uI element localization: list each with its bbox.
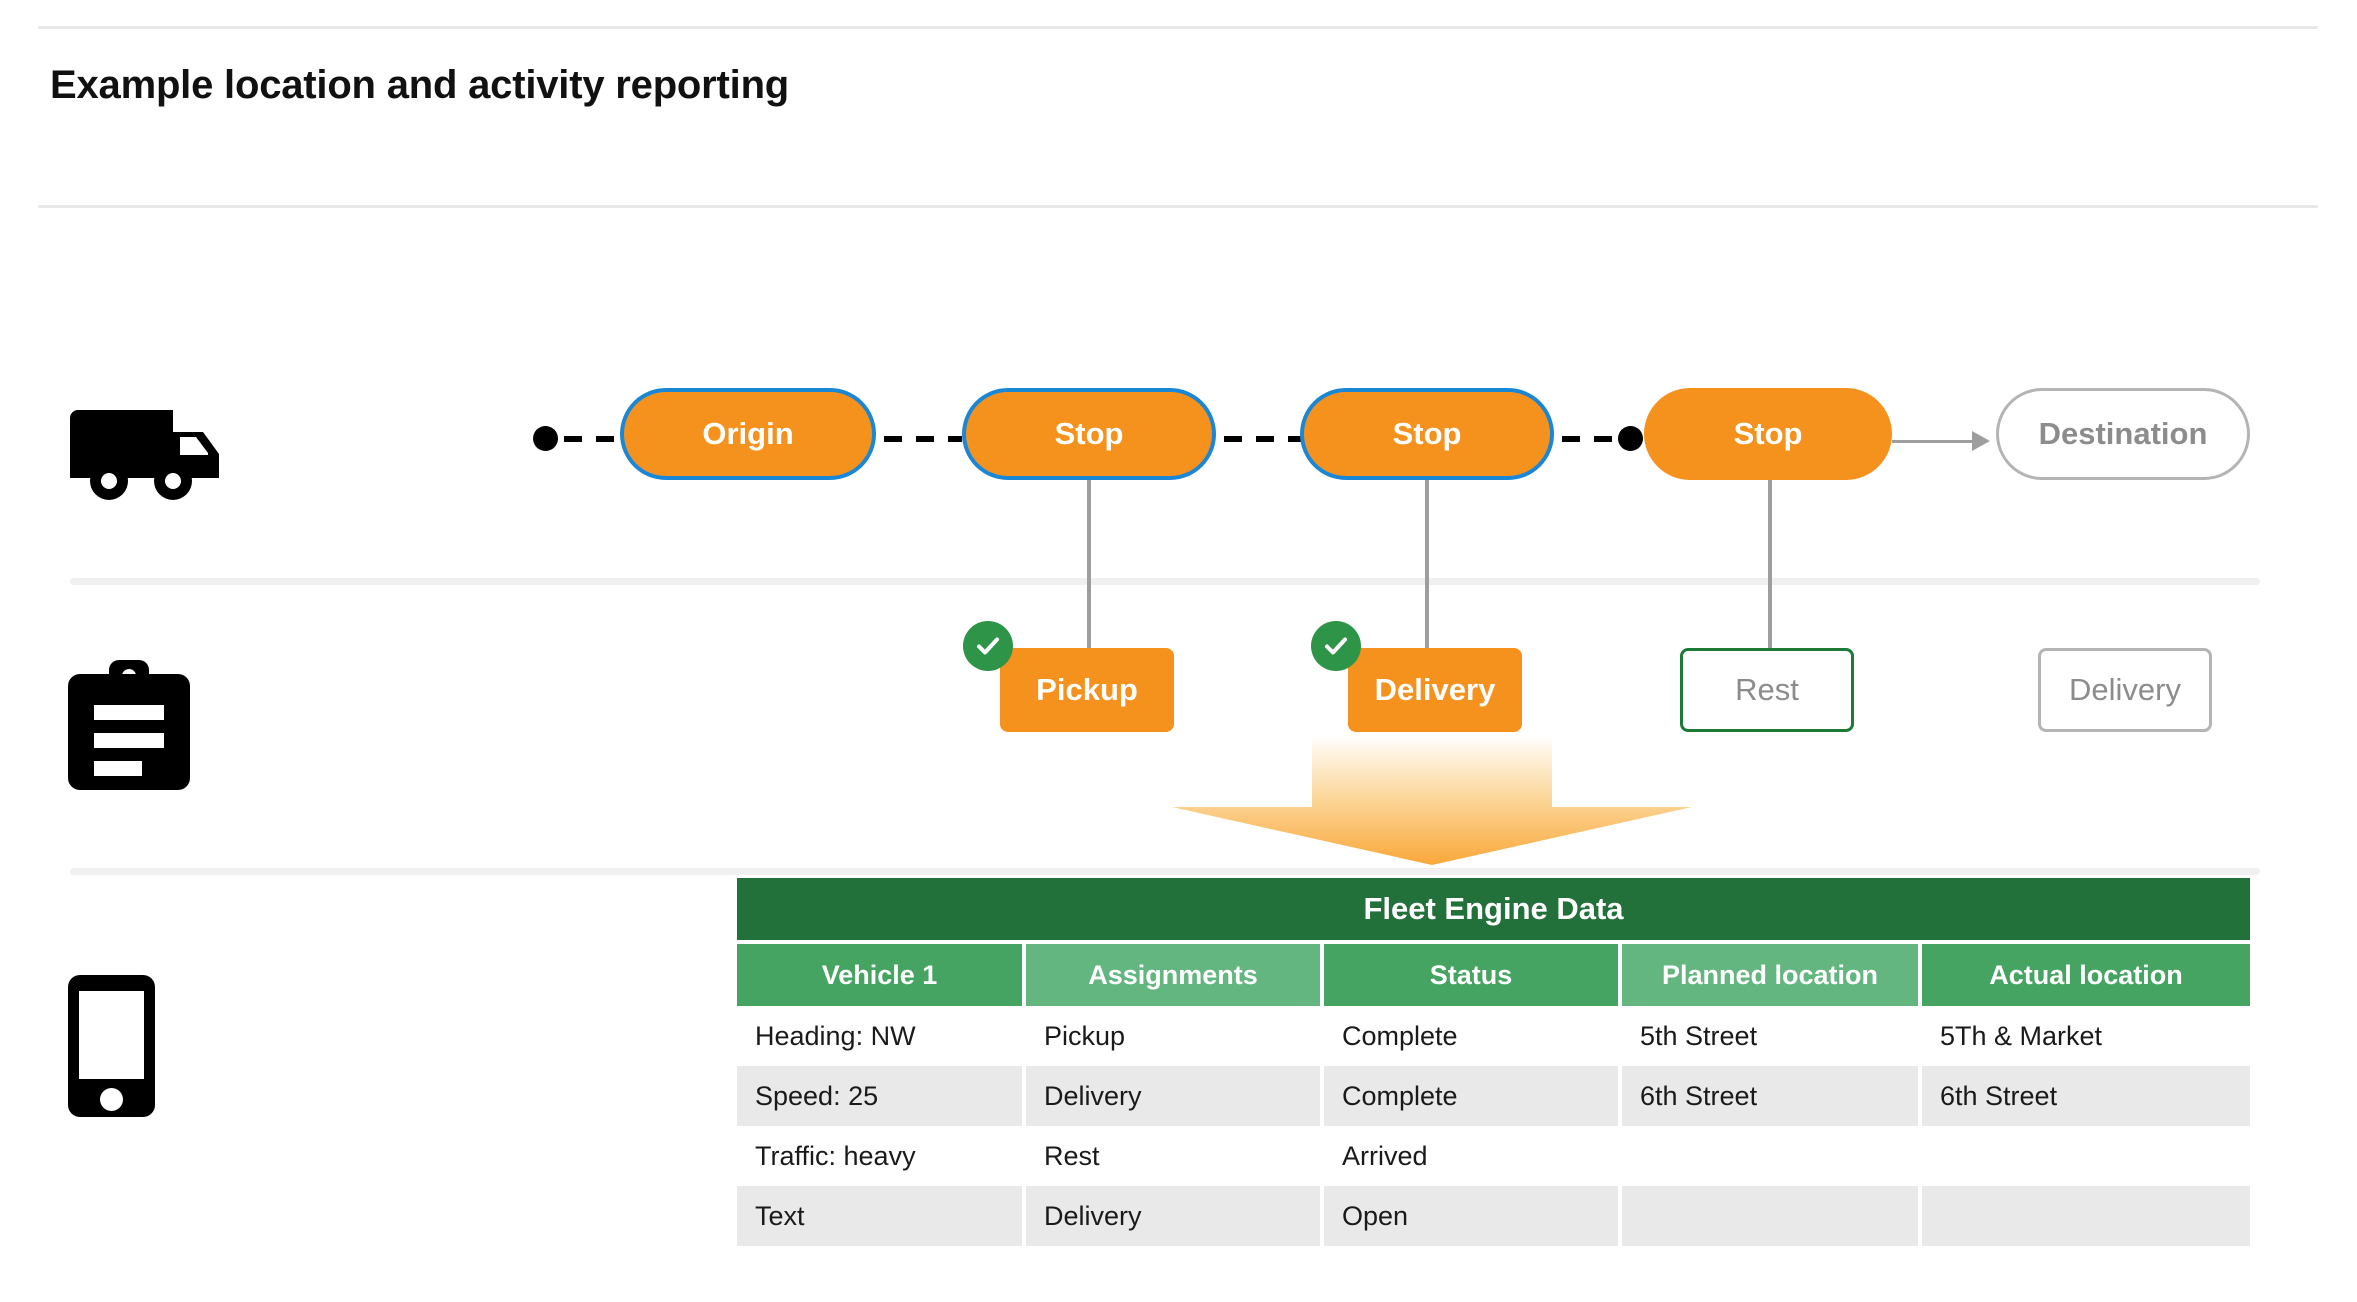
activity-card-delivery[interactable]: Delivery [1348, 648, 1522, 732]
lane-divider-2 [70, 868, 2260, 875]
cell-planned-location: 5th Street [1622, 1006, 1918, 1066]
connector-pickup [1087, 480, 1091, 648]
page-title: Example location and activity reporting [50, 63, 790, 107]
check-icon-pickup [963, 621, 1013, 671]
cell-assignment: Pickup [1026, 1006, 1320, 1066]
cell-planned-location [1622, 1126, 1918, 1186]
cell-vehicle: Heading: NW [737, 1006, 1022, 1066]
route-dash-1 [884, 436, 962, 442]
cell-status: Arrived [1324, 1126, 1618, 1186]
column-header-assignments[interactable]: Assignments [1026, 944, 1320, 1006]
route-current-dot [1618, 426, 1643, 451]
column-header-vehicle[interactable]: Vehicle 1 [737, 944, 1022, 1006]
phone-icon [68, 975, 155, 1117]
route-dash-0 [564, 436, 620, 442]
cell-vehicle: Text [737, 1186, 1022, 1246]
route-stop-origin[interactable]: Origin [620, 388, 876, 480]
table-row[interactable]: Heading: NW Pickup Complete 5th Street 5… [737, 1006, 2250, 1066]
route-stop-3[interactable]: Stop [1644, 388, 1892, 480]
route-dash-2 [1224, 436, 1302, 442]
check-icon-delivery [1311, 621, 1361, 671]
cell-planned-location [1622, 1186, 1918, 1246]
route-stop-1[interactable]: Stop [962, 388, 1216, 480]
cell-assignment: Rest [1026, 1126, 1320, 1186]
cell-assignment: Delivery [1026, 1066, 1320, 1126]
cell-status: Complete [1324, 1066, 1618, 1126]
lane-divider-1 [70, 578, 2260, 585]
fleet-table-header-row: Vehicle 1 Assignments Status Planned loc… [737, 944, 2250, 1006]
cell-planned-location: 6th Street [1622, 1066, 1918, 1126]
cell-actual-location: 5Th & Market [1922, 1006, 2250, 1066]
cell-status: Complete [1324, 1006, 1618, 1066]
truck-icon [70, 410, 222, 505]
data-flow-arrow-icon [1172, 735, 1692, 865]
header-rule-top [38, 26, 2318, 29]
connector-delivery [1425, 480, 1429, 648]
route-stop-2[interactable]: Stop [1300, 388, 1554, 480]
clipboard-icon [68, 660, 190, 790]
fleet-table-title: Fleet Engine Data [737, 878, 2250, 940]
cell-assignment: Delivery [1026, 1186, 1320, 1246]
column-header-actual-location[interactable]: Actual location [1922, 944, 2250, 1006]
activity-card-rest[interactable]: Rest [1680, 648, 1854, 732]
route-start-dot [533, 426, 558, 451]
connector-rest [1768, 480, 1772, 648]
activity-card-delivery-open[interactable]: Delivery [2038, 648, 2212, 732]
route-dash-3 [1562, 436, 1628, 442]
table-row[interactable]: Text Delivery Open [737, 1186, 2250, 1246]
route-destination[interactable]: Destination [1996, 388, 2250, 480]
column-header-status[interactable]: Status [1324, 944, 1618, 1006]
column-header-planned-location[interactable]: Planned location [1622, 944, 1918, 1006]
route-arrow-line [1892, 440, 1978, 443]
table-row[interactable]: Traffic: heavy Rest Arrived [737, 1126, 2250, 1186]
cell-vehicle: Speed: 25 [737, 1066, 1022, 1126]
cell-status: Open [1324, 1186, 1618, 1246]
cell-actual-location [1922, 1186, 2250, 1246]
cell-vehicle: Traffic: heavy [737, 1126, 1022, 1186]
cell-actual-location: 6th Street [1922, 1066, 2250, 1126]
route-arrow-head-icon [1972, 431, 1990, 451]
fleet-engine-table: Fleet Engine Data Vehicle 1 Assignments … [737, 878, 2250, 1246]
header-rule-bottom [38, 205, 2318, 208]
activity-card-pickup[interactable]: Pickup [1000, 648, 1174, 732]
table-row[interactable]: Speed: 25 Delivery Complete 6th Street 6… [737, 1066, 2250, 1126]
cell-actual-location [1922, 1126, 2250, 1186]
